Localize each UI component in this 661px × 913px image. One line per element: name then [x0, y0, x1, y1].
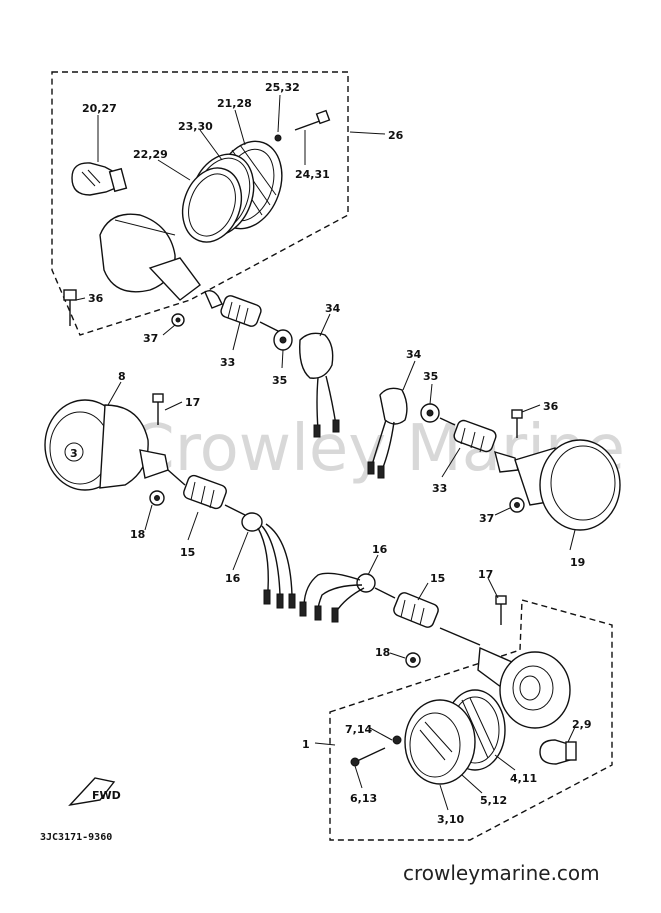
screw-top — [274, 109, 331, 142]
grommet-35-right — [420, 403, 440, 423]
callout-36-right: 36 — [543, 400, 559, 413]
callout-21-28: 21,28 — [217, 97, 252, 110]
cover-34-right — [367, 387, 408, 479]
callout-labels: 20,27 25,32 21,28 23,30 22,29 24,31 26 3… — [82, 81, 592, 826]
bottom-assembly-box — [329, 599, 613, 841]
bulb-2-9 — [539, 739, 577, 765]
nut-18-bottom — [405, 652, 421, 668]
callout-37-right: 37 — [479, 512, 494, 525]
callout-22-29: 22,29 — [133, 148, 168, 161]
callout-16-left: 16 — [225, 572, 241, 585]
signal-19-right — [514, 439, 621, 531]
callout-36-top: 36 — [88, 292, 104, 305]
callout-1: 1 — [302, 738, 310, 751]
callout-18-left: 18 — [130, 528, 145, 541]
callout-4-11: 4,11 — [510, 772, 537, 785]
callout-33-top: 33 — [220, 356, 235, 369]
nut-18-left — [149, 490, 165, 506]
callout-17-left: 17 — [185, 396, 200, 409]
bolt-36-right — [511, 409, 523, 438]
housing-top — [99, 213, 201, 301]
screw-6-13 — [350, 747, 386, 767]
nut-37-right — [509, 497, 525, 513]
callout-37-top: 37 — [143, 332, 158, 345]
socket-15-bottom — [374, 587, 481, 646]
callout-33-right: 33 — [432, 482, 447, 495]
callout-24-31: 24,31 — [295, 168, 330, 181]
grommet-16-bottom — [299, 572, 376, 623]
grommet-16-left — [241, 512, 296, 609]
callout-20-27: 20,27 — [82, 102, 117, 115]
bolt-17-bottom — [495, 595, 507, 625]
callout-35-top: 35 — [272, 374, 287, 387]
callout-5-12: 5,12 — [480, 794, 507, 807]
callout-17-bottom: 17 — [478, 568, 493, 581]
top-assembly-box — [51, 71, 349, 336]
fwd-label: FWD — [92, 789, 121, 802]
callout-26: 26 — [388, 129, 404, 142]
grommet-35-top — [273, 329, 293, 351]
socket-33-top — [204, 289, 281, 333]
signal-housing-bottom — [477, 646, 571, 729]
callout-16-bottom: 16 — [372, 543, 388, 556]
callout-15-left: 15 — [180, 546, 195, 559]
callout-34-right: 34 — [406, 348, 422, 361]
signal-8-left: 3 — [44, 399, 169, 491]
nut-37-top — [171, 313, 185, 327]
bolt-36-top — [63, 289, 77, 326]
leader-lines — [75, 94, 576, 811]
lens-bottom — [404, 689, 506, 785]
callout-34-top: 34 — [325, 302, 341, 315]
callout-8: 8 — [118, 370, 126, 383]
bolt-17-left — [152, 393, 164, 425]
socket-15-left — [167, 469, 246, 516]
callout-7-14: 7,14 — [345, 723, 372, 736]
footer-url[interactable]: crowleymarine.com — [403, 861, 600, 885]
bulb-top — [71, 162, 128, 196]
callout-3-10: 3,10 — [437, 813, 464, 826]
fwd-arrow-icon: FWD — [68, 777, 121, 807]
svg-text:3: 3 — [70, 447, 78, 460]
washer-7-14 — [392, 735, 402, 745]
drawing-code: 3JC3171-9360 — [40, 832, 112, 843]
callout-18-bottom: 18 — [375, 646, 390, 659]
callout-2-9: 2,9 — [572, 718, 592, 731]
callout-15-bottom: 15 — [430, 572, 445, 585]
callout-23-30: 23,30 — [178, 120, 213, 133]
lens-rings-top — [181, 140, 283, 243]
callout-25-32: 25,32 — [265, 81, 300, 94]
callout-19: 19 — [570, 556, 585, 569]
cover-34-top — [299, 332, 340, 438]
callout-35-right: 35 — [423, 370, 438, 383]
callout-6-13: 6,13 — [350, 792, 377, 805]
